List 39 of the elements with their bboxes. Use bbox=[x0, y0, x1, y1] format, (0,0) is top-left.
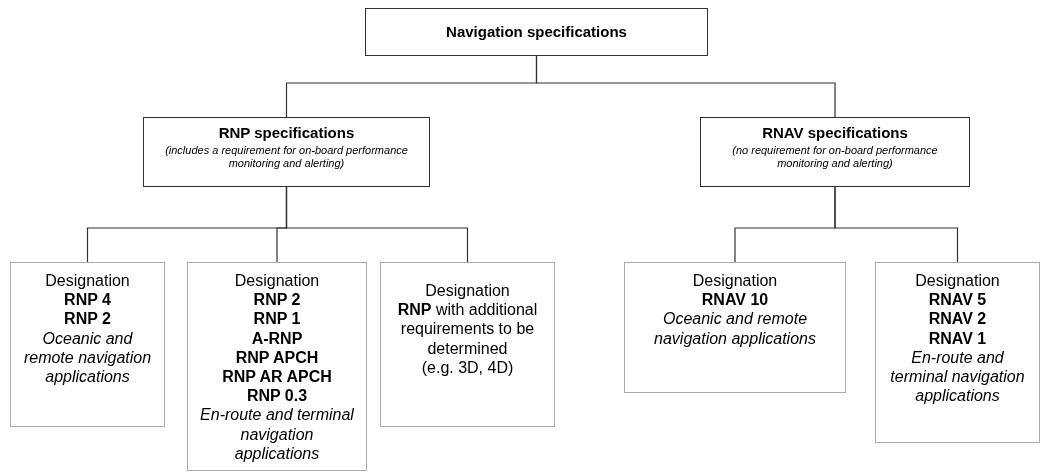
box-text: Oceanic and remote navigation applications bbox=[653, 309, 817, 348]
box-heading: RNP specifications bbox=[218, 124, 355, 142]
box-heading: Designation bbox=[915, 271, 1000, 291]
box-text: (includes a requirement for on-board performance monitoring and alerting) bbox=[164, 144, 409, 171]
box-text: RNP with additional requirements to be determined bbox=[396, 300, 539, 358]
connector-line bbox=[535, 55, 836, 118]
connector-line bbox=[285, 186, 469, 263]
box-text: RNAV 10 bbox=[701, 290, 769, 310]
box-text: RNP 2 bbox=[253, 290, 301, 310]
box-text: RNP APCH bbox=[235, 347, 319, 367]
box-heading: Navigation specifications bbox=[446, 23, 627, 41]
box-text: En-route and terminal navigation applications bbox=[199, 405, 355, 463]
box-text: RNAV 1 bbox=[928, 328, 987, 348]
box-text: (e.g. 3D, 4D) bbox=[421, 357, 514, 377]
box-text: RNAV 2 bbox=[928, 309, 987, 329]
text-box bbox=[624, 262, 846, 393]
box-text: A-RNP bbox=[251, 328, 303, 348]
box-text: RNP 0.3 bbox=[246, 386, 308, 406]
box-text: RNP 2 bbox=[64, 309, 111, 329]
box-heading: Designation bbox=[234, 271, 320, 291]
box-heading: RNAV specifications bbox=[762, 124, 908, 142]
text-box bbox=[365, 8, 708, 56]
connector-line bbox=[834, 186, 959, 263]
text-box bbox=[875, 262, 1040, 443]
box-text: (no requirement for on-board performance monitoring and alerting) bbox=[731, 144, 939, 171]
text-box bbox=[143, 117, 430, 187]
box-heading: Designation bbox=[692, 271, 778, 291]
text-box bbox=[187, 262, 367, 471]
box-text: RNAV 5 bbox=[928, 290, 987, 310]
text-box bbox=[700, 117, 970, 187]
text-box bbox=[10, 262, 165, 427]
box-text: RNP AR APCH bbox=[222, 366, 332, 387]
box-text: RNP 4 bbox=[64, 290, 111, 310]
box-text: Oceanic and remote navigation applications bbox=[22, 328, 153, 387]
box-text: RNP 1 bbox=[253, 309, 301, 329]
box-text: En-route and terminal navigation applications bbox=[889, 347, 1026, 406]
text-box bbox=[380, 262, 555, 427]
box-heading: Designation bbox=[425, 281, 510, 301]
box-heading: Designation bbox=[45, 271, 130, 291]
